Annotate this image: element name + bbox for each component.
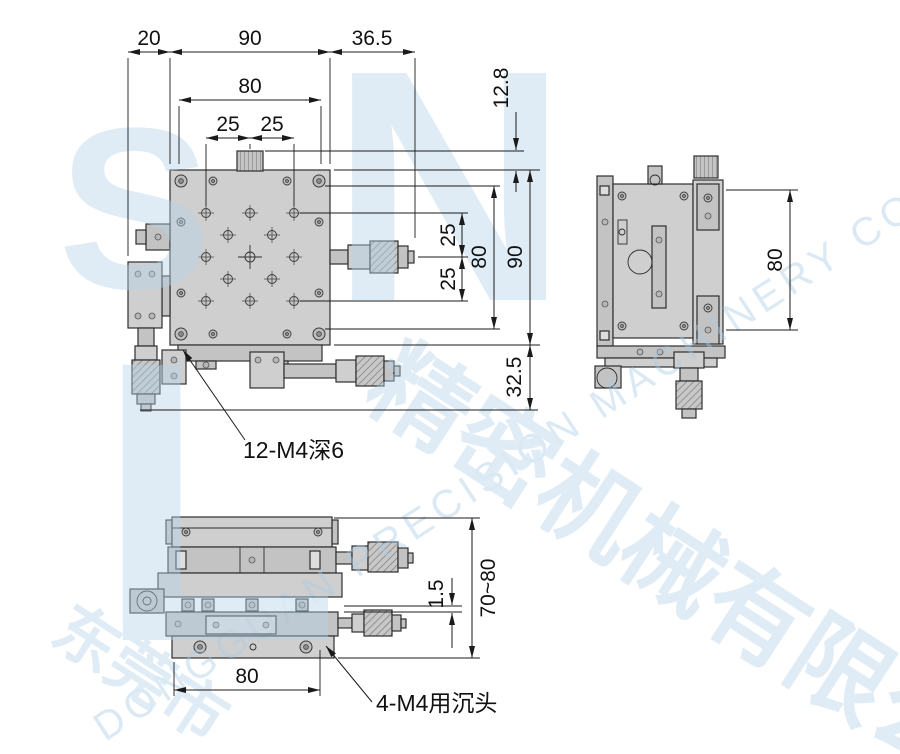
dim-label: 25 [437, 223, 460, 246]
x-axis-micrometer [329, 240, 415, 274]
side-vertical-micrometer [673, 351, 705, 419]
plan-lower-stage [161, 344, 401, 389]
dim-label: 80 [238, 75, 261, 98]
dim-top-80: 80 [179, 75, 321, 103]
callout-12-m4: 12-M4深6 [182, 349, 344, 463]
dim-label: 12.8 [490, 68, 513, 109]
side-top-knob [693, 155, 719, 179]
side-inner-plate [651, 225, 667, 309]
callout-4-m4: 4-M4用沉头 [325, 645, 497, 716]
dim-label: 25 [260, 113, 283, 136]
watermark: S L N 精密机械有限公司 东莞市 DONGGUAN PRECISION MA… [40, 1, 900, 754]
side-face-plate [596, 175, 614, 347]
dim-label: 80 [468, 245, 491, 268]
dim-label: 80 [235, 665, 258, 688]
dim-top-25-left: 25 [206, 113, 250, 141]
dim-right-32-5: 32.5 [503, 345, 533, 410]
dim-top-20: 20 [128, 27, 170, 55]
callout-label-plan-holes: 12-M4深6 [243, 437, 344, 463]
dim-front-1-5: 1.5 [425, 578, 455, 648]
dim-label: 90 [238, 27, 261, 50]
front-upper-micrometer [335, 541, 414, 573]
dim-side-80: 80 [764, 190, 793, 330]
plan-left-clamp [135, 223, 171, 251]
dim-right-90: 90 [504, 170, 533, 345]
plan-top-knob [236, 150, 264, 172]
dim-label: 1.5 [425, 579, 448, 608]
dim-label: 80 [764, 248, 787, 271]
dim-right-12-8: 12.8 [490, 68, 519, 192]
dim-top-36-5: 36.5 [330, 27, 415, 55]
side-view [594, 155, 726, 419]
watermark-letter-l: L [96, 278, 340, 725]
dim-right-80: 80 [468, 186, 497, 329]
dim-front-80: 80 [174, 665, 320, 693]
dim-right-25-lower: 25 [437, 257, 465, 301]
front-view [129, 516, 414, 659]
dim-front-70-80: 70~80 [469, 518, 500, 658]
dim-label: 70~80 [477, 559, 500, 618]
dim-label: 32.5 [503, 357, 526, 398]
plan-center-mark [238, 245, 262, 269]
callouts: 12-M4深6 4-M4用沉头 [182, 349, 497, 716]
watermark-letter-s: S [58, 80, 211, 337]
front-rail [157, 572, 343, 598]
dim-right-25-upper: 25 [437, 213, 465, 257]
dimensions: 20 90 36.5 80 25 25 12.8 25 [128, 27, 793, 693]
extension-lines [127, 58, 798, 696]
plan-view [127, 150, 415, 412]
callout-label-base-holes: 4-M4用沉头 [376, 690, 497, 716]
side-ring [596, 367, 618, 389]
dim-top-90: 90 [170, 27, 330, 55]
dim-label: 20 [137, 27, 160, 50]
dim-label: 25 [437, 267, 460, 290]
dim-label: 25 [216, 113, 239, 136]
dim-label: 90 [504, 245, 527, 268]
dim-label: 36.5 [352, 27, 393, 50]
dim-top-25-right: 25 [250, 113, 294, 141]
front-lower-micrometer [337, 609, 407, 637]
front-ring [136, 590, 158, 612]
watermark-letter-n: N [330, 1, 568, 370]
y-axis-micrometer [127, 261, 171, 412]
